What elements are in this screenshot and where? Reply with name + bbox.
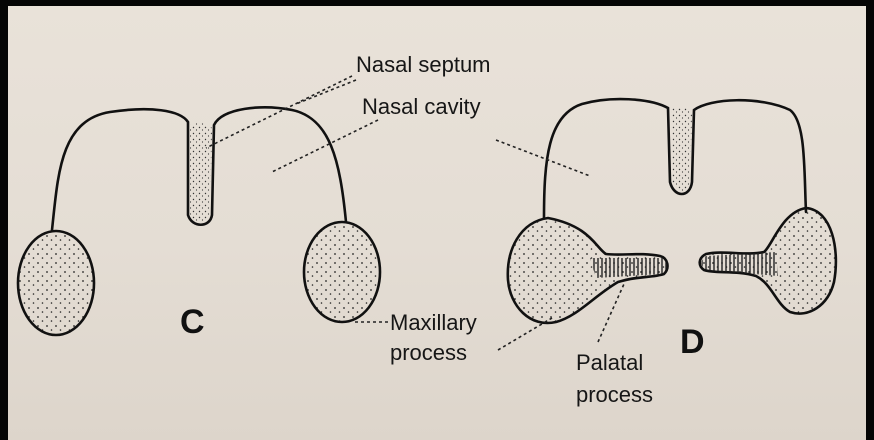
label-nasal-septum: Nasal septum [356,54,491,76]
label-palatal-line2: process [576,384,653,406]
label-maxillary-line1: Maxillary [390,312,477,334]
label-palatal-line1: Palatal [576,352,643,374]
panel-c-left-maxillary-process [18,231,94,335]
label-maxillary-line2: process [390,342,467,364]
leader-nasal-cavity-c [272,120,378,172]
leader-nasal-cavity-d [496,140,590,176]
panel-c-septum-stipple [190,123,212,221]
panel-d-letter: D [680,325,705,359]
label-nasal-cavity: Nasal cavity [362,96,481,118]
panel-c-drawing [18,107,380,335]
panel-c-letter: C [180,305,205,339]
panel-d-septum-stipple [671,107,692,191]
panel-c-right-maxillary-process [304,222,380,322]
leader-nasal-septum-d [296,80,356,104]
panel-d-drawing [508,99,836,323]
